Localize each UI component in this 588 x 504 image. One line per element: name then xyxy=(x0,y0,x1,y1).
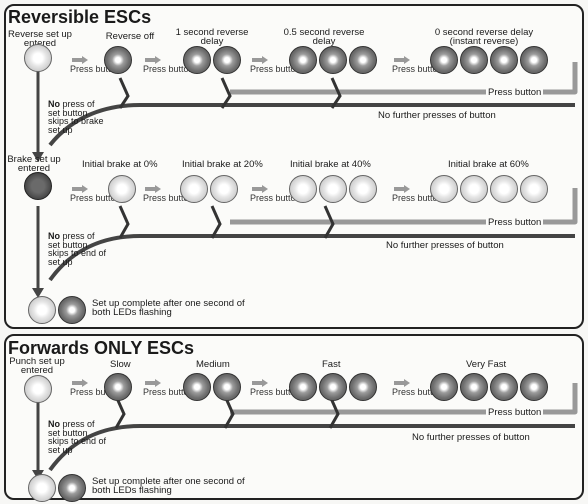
note-skip-brake: No press of set button skips to brake se… xyxy=(48,100,108,134)
note-skip-end-2-text: No press of set button skips to end of s… xyxy=(48,419,107,455)
press-button-label: Press button xyxy=(392,193,443,203)
no-further-1: No further presses of button xyxy=(378,110,496,121)
led-brake-40-c xyxy=(349,175,377,203)
reversible-title: Reversible ESCs xyxy=(8,7,152,27)
brake-entered-label: Brake set up entered xyxy=(7,154,61,174)
led-vfast-d xyxy=(520,373,548,401)
led-vfast-b xyxy=(460,373,488,401)
led-05s-a xyxy=(289,46,317,74)
step-reverse-off: Reverse off xyxy=(105,31,155,42)
led-complete-a-2 xyxy=(28,474,56,502)
press-button-f1: Press button xyxy=(70,379,121,397)
speed-slow: Slow xyxy=(110,359,131,370)
note-skip-brake-text: No press of set button skips to brake se… xyxy=(48,99,104,135)
led-05s-b xyxy=(319,46,347,74)
press-button-b2: Press button xyxy=(143,185,194,203)
note-skip-end-1-text: No press of set button skips to end of s… xyxy=(48,231,107,267)
press-button-f3: Press button xyxy=(250,379,301,397)
speed-very-fast: Very Fast xyxy=(466,359,507,370)
led-05s-c xyxy=(349,46,377,74)
complete-1-text: Set up complete after one second of both… xyxy=(92,298,245,318)
led-1s-b xyxy=(213,46,241,74)
step-1s-reverse: 1 second reverse delay xyxy=(175,27,249,47)
led-medium-b xyxy=(213,373,241,401)
led-brake-40-b xyxy=(319,175,347,203)
press-button-label: Press button xyxy=(70,387,121,397)
led-brake-40-a xyxy=(289,175,317,203)
press-button-b4: Press button xyxy=(392,185,443,203)
led-fast-b xyxy=(319,373,347,401)
no-further-3: No further presses of button xyxy=(412,432,530,443)
led-0s-d xyxy=(520,46,548,74)
complete-2-text: Set up complete after one second of both… xyxy=(92,476,245,496)
led-brake-20-b xyxy=(210,175,238,203)
punch-entered-label: Punch set up entered xyxy=(9,356,65,376)
press-button-r1: Press button xyxy=(70,56,121,74)
led-complete-a-1 xyxy=(28,296,56,324)
speed-medium: Medium xyxy=(196,359,230,370)
speed-fast: Fast xyxy=(322,359,341,370)
press-button-return-3: Press button xyxy=(486,407,544,418)
led-fast-a xyxy=(289,373,317,401)
led-brake-60-a xyxy=(430,175,458,203)
led-medium-a xyxy=(183,373,211,401)
press-button-label: Press button xyxy=(143,64,194,74)
led-brake-20-a xyxy=(180,175,208,203)
press-button-label: Press button xyxy=(143,193,194,203)
led-0s-a xyxy=(430,46,458,74)
press-button-label: Press button xyxy=(250,64,301,74)
press-button-r3: Press button xyxy=(250,56,301,74)
brake-20: Initial brake at 20% xyxy=(182,159,263,170)
press-button-label: Press button xyxy=(70,64,121,74)
led-brake-0 xyxy=(108,175,136,203)
complete-2: Set up complete after one second of both… xyxy=(92,476,252,496)
led-brake-entered xyxy=(24,172,52,200)
led-complete-b-1 xyxy=(58,296,86,324)
brake-40: Initial brake at 40% xyxy=(290,159,371,170)
led-punch-entered xyxy=(24,375,52,403)
press-button-r4: Press button xyxy=(392,56,443,74)
led-brake-60-c xyxy=(490,175,518,203)
led-brake-60-b xyxy=(460,175,488,203)
press-button-label: Press button xyxy=(70,193,121,203)
press-button-label: Press button xyxy=(392,64,443,74)
press-button-return-2: Press button xyxy=(486,217,544,228)
press-button-r2: Press button xyxy=(143,56,194,74)
reverse-entered-label: Reverse set up entered xyxy=(8,29,72,49)
led-reverse-off xyxy=(104,46,132,74)
press-button-label: Press button xyxy=(392,387,443,397)
press-button-b1: Press button xyxy=(70,185,121,203)
brake-60: Initial brake at 60% xyxy=(448,159,529,170)
led-1s-a xyxy=(183,46,211,74)
complete-1: Set up complete after one second of both… xyxy=(92,298,252,318)
note-skip-end-1: No press of set button skips to end of s… xyxy=(48,232,108,266)
led-vfast-a xyxy=(430,373,458,401)
forwards-title: Forwards ONLY ESCs xyxy=(8,338,195,358)
press-button-label: Press button xyxy=(250,193,301,203)
led-vfast-c xyxy=(490,373,518,401)
led-0s-b xyxy=(460,46,488,74)
step-0s-reverse: 0 second reverse delay (instant reverse) xyxy=(434,27,534,47)
press-button-return-1: Press button xyxy=(486,87,544,98)
forwards-panel xyxy=(4,334,584,500)
press-button-f2: Press button xyxy=(143,379,194,397)
led-reverse-entered xyxy=(24,44,52,72)
press-button-label: Press button xyxy=(250,387,301,397)
led-brake-60-d xyxy=(520,175,548,203)
led-complete-b-2 xyxy=(58,474,86,502)
led-0s-c xyxy=(490,46,518,74)
press-button-label: Press button xyxy=(143,387,194,397)
led-fast-c xyxy=(349,373,377,401)
led-slow xyxy=(104,373,132,401)
no-further-2: No further presses of button xyxy=(386,240,504,251)
press-button-f4: Press button xyxy=(392,379,443,397)
brake-0: Initial brake at 0% xyxy=(82,159,158,170)
press-button-b3: Press button xyxy=(250,185,301,203)
step-05s-reverse: 0.5 second reverse delay xyxy=(283,27,365,47)
note-skip-end-2: No press of set button skips to end of s… xyxy=(48,420,108,454)
